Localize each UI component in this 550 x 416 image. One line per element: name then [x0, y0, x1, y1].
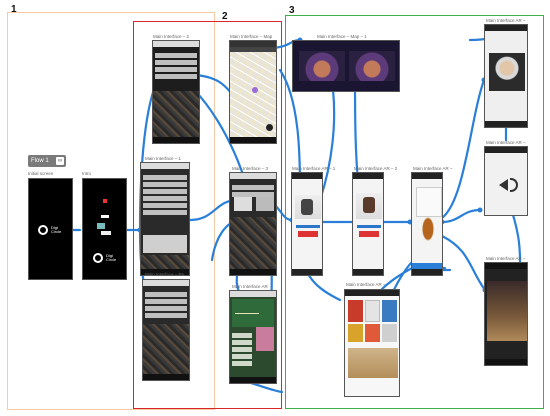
logo-text: Digi	[106, 253, 113, 258]
screen-main-interface-pa[interactable]	[142, 279, 190, 381]
screen-main-interface-1[interactable]	[140, 162, 190, 276]
screen-main-interface-3[interactable]	[229, 172, 277, 276]
link-icon[interactable]: ∞	[56, 157, 64, 165]
region-1-number: 1	[11, 4, 17, 15]
poster-thumb[interactable]	[382, 300, 397, 322]
screen-initial[interactable]: Digi Circle	[28, 178, 73, 280]
caption-mi1: Main Interface – 1	[145, 156, 182, 161]
map-pin-icon[interactable]	[252, 87, 258, 93]
poster-thumb[interactable]	[365, 324, 380, 342]
mi3-card[interactable]	[234, 197, 252, 211]
caption-miar: Main Interface AR	[232, 284, 268, 289]
mi3-card[interactable]	[256, 197, 274, 211]
screen-ar-2[interactable]	[352, 172, 384, 276]
caption-ar-bot: Main Interface AR –	[486, 256, 526, 261]
ar3-poster	[416, 187, 442, 217]
screen-ar-3[interactable]	[411, 172, 443, 276]
caption-ar1: Main Interface AR – 1	[292, 166, 336, 171]
screen-ar-portrait[interactable]	[484, 24, 528, 128]
intro-bar-icon	[101, 215, 109, 218]
caption-mapt1: Main Interface – Map – 1	[317, 34, 367, 39]
caption-intro: Intro	[82, 171, 92, 176]
building-image	[348, 348, 398, 378]
poster-thumb[interactable]	[382, 324, 397, 342]
flow-label[interactable]: Flow 1 ∞	[28, 155, 66, 167]
portrait-image	[489, 53, 525, 91]
screen-main-interface-ar[interactable]	[229, 290, 277, 384]
screen-ar-sound[interactable]	[484, 146, 528, 216]
panorama-image-2	[349, 51, 395, 81]
caption-mipa: Main Interface – Pa...	[145, 272, 188, 277]
intro-marker-icon	[103, 199, 107, 203]
speaker-waves-icon	[510, 178, 518, 192]
caption-map: Main Interface – Map	[230, 34, 273, 39]
logo-text-2: Circle	[106, 257, 117, 262]
screen-main-interface-2[interactable]	[152, 40, 200, 144]
caption-ar2: Main Interface AR – 2	[354, 166, 398, 171]
logo-icon	[93, 253, 103, 263]
intro-image	[97, 223, 105, 229]
caption-mi3: Main Interface – 3	[232, 166, 269, 171]
flow-label-text: Flow 1	[31, 158, 49, 164]
speaker-icon[interactable]	[499, 179, 508, 191]
screen-map[interactable]	[229, 40, 277, 144]
panorama-image	[299, 51, 345, 81]
stage-image	[487, 281, 527, 341]
caption-mi2: Main Interface – 2	[153, 34, 190, 39]
poster-lettering	[235, 303, 259, 314]
screen-map-1[interactable]	[292, 40, 400, 92]
logo-text: Digi	[51, 225, 58, 230]
screen-intro[interactable]: Digi Circle	[82, 178, 127, 280]
caption-ar-mid: Main Interface AR –	[486, 140, 526, 145]
caption-ar-top: Main Interface AR –	[486, 18, 526, 23]
map-streets	[230, 52, 276, 137]
poster-thumb[interactable]	[348, 300, 363, 322]
poster-thumb[interactable]	[365, 300, 380, 322]
ar3-toolbar[interactable]	[412, 263, 442, 269]
region-3-number: 3	[289, 5, 295, 16]
screen-ar-posters[interactable]	[344, 289, 400, 397]
poster-thumb[interactable]	[348, 324, 363, 342]
violin-image	[422, 217, 434, 241]
screen-ar-stage[interactable]	[484, 262, 528, 366]
logo-icon	[38, 225, 48, 235]
caption-initial: Initial screen	[28, 171, 54, 176]
logo-text-2: Circle	[51, 229, 62, 234]
ar2-figure	[363, 197, 375, 213]
map-button[interactable]	[266, 124, 273, 131]
caption-ar3: Main Interface AR –	[413, 166, 453, 171]
intro-button[interactable]	[101, 231, 111, 235]
ar1-figure	[301, 199, 313, 215]
region-2-number: 2	[222, 11, 228, 22]
screen-ar-1[interactable]	[291, 172, 323, 276]
caption-poster: Main Interface AR –	[346, 282, 386, 287]
